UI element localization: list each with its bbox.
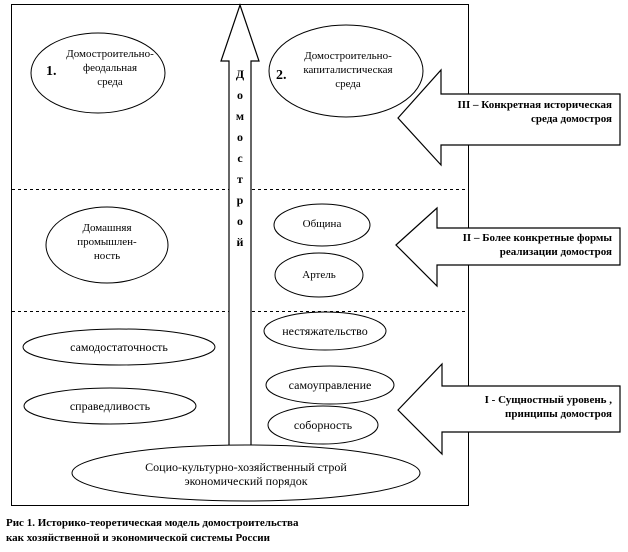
oval-capitalist-environment xyxy=(268,24,424,118)
arrow-level3 xyxy=(397,68,621,167)
base-line1: Социо-культурно-хозяйственный строй xyxy=(145,460,347,474)
feudal-line2: феодальная xyxy=(82,62,138,74)
oval-self-sufficiency xyxy=(22,328,216,366)
oval-artel xyxy=(274,252,364,298)
home-industry-text: Домашняя промышлен- ность xyxy=(60,221,154,263)
capitalist-line3: среда xyxy=(335,78,361,90)
arrow-letter: р xyxy=(236,193,244,207)
oval-self-government xyxy=(265,365,395,405)
capitalist-number: 2. xyxy=(276,68,287,83)
level3-line1: III – Конкретная историческая xyxy=(457,99,612,111)
capitalist-line1: Домостроительно- xyxy=(304,50,392,62)
arrow-level1 xyxy=(397,362,621,456)
home-industry-line1: Домашняя xyxy=(82,222,132,234)
arrow-level2 xyxy=(395,206,621,288)
artel-text: Артель xyxy=(302,269,336,281)
home-industry-line2: промышлен- xyxy=(77,236,137,248)
justice-text: справедливость xyxy=(69,399,151,413)
arrow-letter: о xyxy=(237,214,243,228)
level2-label: II – Более конкретные формы реализации д… xyxy=(436,231,612,259)
community-text: Община xyxy=(302,218,342,230)
arrow-letter: м xyxy=(235,109,245,123)
oval-feudal-environment xyxy=(30,32,166,114)
caption-line2: как хозяйственной и экономической систем… xyxy=(6,532,270,544)
level1-label: I - Сущностный уровень , принципы домост… xyxy=(440,393,612,421)
feudal-line1: Домостроительно- xyxy=(66,48,154,60)
feudal-environment-text: Домостроительно- феодальная среда xyxy=(55,47,165,89)
arrow-letter: с xyxy=(237,151,243,165)
oval-base-order xyxy=(71,444,421,502)
oval-home-industry xyxy=(45,206,169,284)
oval-sobornost xyxy=(267,405,379,445)
caption-line1: Рис 1. Историко-теоретическая модель дом… xyxy=(6,517,299,529)
capitalist-line2: капиталистическая xyxy=(303,64,393,76)
level3-label: III – Конкретная историческая среда домо… xyxy=(440,98,612,126)
oval-justice xyxy=(23,387,197,425)
self-sufficiency-text: самодостаточность xyxy=(70,340,168,354)
non-acquisitiveness-text: нестяжательство xyxy=(282,324,368,338)
base-order-text: Социо-культурно-хозяйственный строй экон… xyxy=(104,460,388,488)
central-arrow-word: Д о м о с т р о й xyxy=(232,64,248,253)
oval-non-acquisitiveness xyxy=(263,311,387,351)
sobornost-text: соборность xyxy=(293,418,353,432)
arrow-letter: й xyxy=(236,235,244,249)
arrow-letter: о xyxy=(237,130,243,144)
self-government-text: самоуправление xyxy=(288,378,372,392)
arrow-letter: т xyxy=(237,172,243,186)
home-industry-line3: ность xyxy=(93,250,121,262)
arrow-letter: Д xyxy=(235,67,245,81)
level3-line2: среда домостроя xyxy=(530,113,612,125)
feudal-line3: среда xyxy=(97,76,123,88)
figure-caption: Рис 1. Историко-теоретическая модель дом… xyxy=(6,516,299,546)
level2-line1: II – Более конкретные формы xyxy=(462,232,612,244)
level1-line1: I - Сущностный уровень , xyxy=(484,394,612,406)
feudal-number: 1. xyxy=(46,64,57,79)
level2-line2: реализации домостроя xyxy=(499,246,612,258)
base-line2: экономический порядок xyxy=(184,474,308,488)
arrow-letter: о xyxy=(237,88,243,102)
capitalist-environment-text: Домостроительно- капиталистическая среда xyxy=(288,49,408,91)
level1-line2: принципы домостроя xyxy=(505,408,612,420)
oval-community xyxy=(273,203,371,247)
